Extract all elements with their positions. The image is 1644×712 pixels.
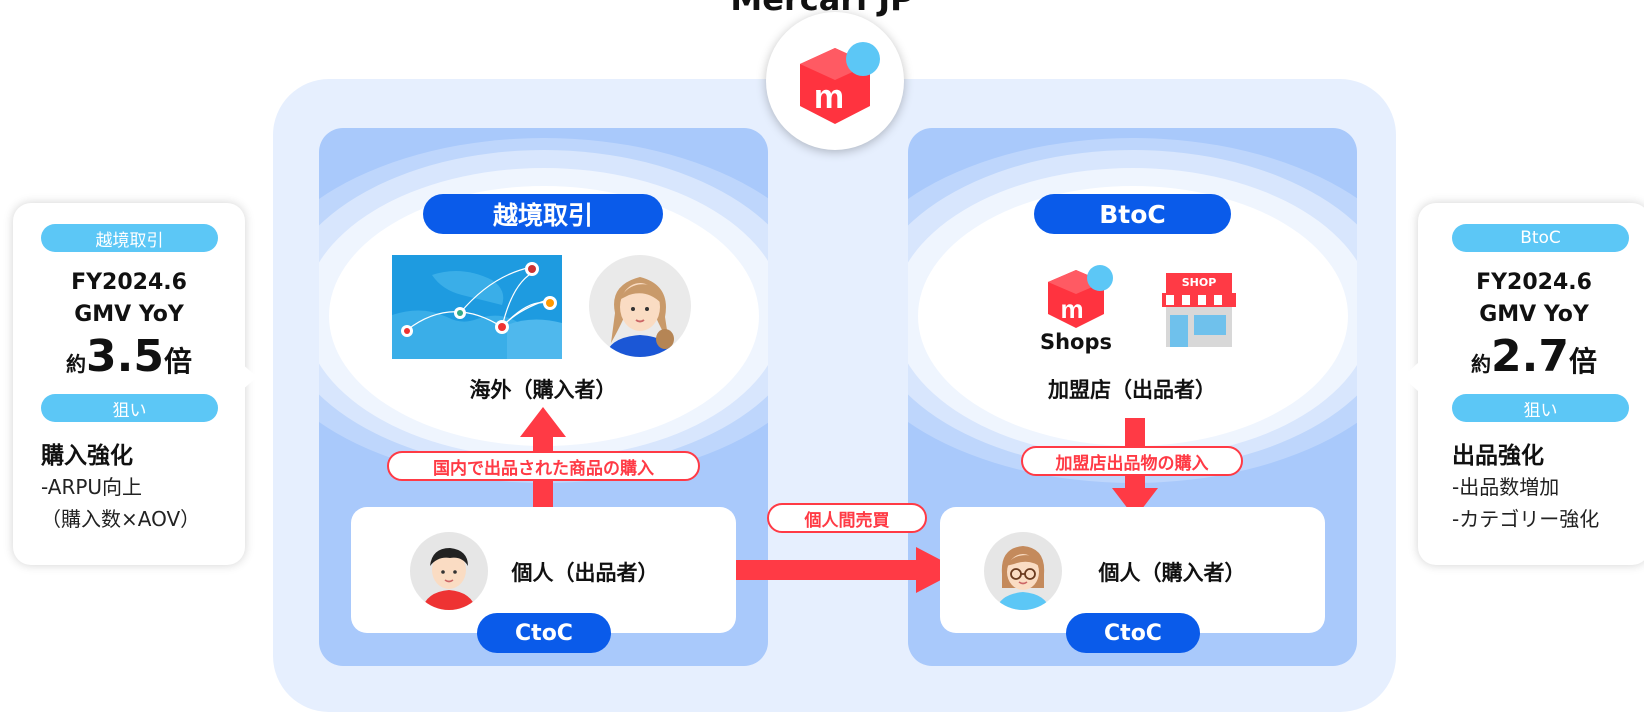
buyer-avatar — [984, 532, 1062, 610]
franchise-purchase-tag: 加盟店出品物の購入 — [1021, 446, 1243, 476]
multiplier-value: 2.7 — [1491, 331, 1569, 382]
btoc-title: BtoC — [1034, 194, 1231, 234]
callout-tag: 越境取引 — [41, 224, 218, 252]
individual-seller-label: 個人（出品者） — [511, 561, 659, 585]
goal-line: -出品数増加 — [1452, 475, 1560, 499]
cross-border-title: 越境取引 — [423, 194, 663, 234]
individual-buyer-label: 個人（購入者） — [1098, 561, 1246, 585]
c2c-right-arrow — [736, 547, 960, 593]
shop-sign-label: SHOP — [1181, 276, 1217, 289]
overseas-buyer-label: 海外（購入者） — [469, 378, 617, 402]
world-map-image — [392, 255, 562, 359]
domestic-purchase-tag: 国内で出品された商品の購入 — [387, 451, 700, 481]
cross-border-callout: 越境取引 FY2024.6 GMV YoY 約3.5倍 狙い 購入強化 -ARP… — [13, 203, 257, 565]
multiplier-prefix: 約 — [1471, 352, 1492, 376]
callout-fiscal-year: FY2024.6 — [1476, 270, 1592, 295]
callout-multiplier: 約2.7倍 — [1418, 331, 1644, 382]
mercari-shops-logo: m Shops — [1038, 262, 1118, 358]
multiplier-suffix: 倍 — [1568, 345, 1597, 378]
mercari-logo: m — [766, 12, 904, 150]
multiplier-suffix: 倍 — [163, 345, 192, 378]
seller-avatar — [410, 532, 488, 610]
callout-tag: BtoC — [1452, 224, 1629, 252]
btoc-callout: BtoC FY2024.6 GMV YoY 約2.7倍 狙い 出品強化 -出品数… — [1402, 203, 1644, 565]
goal-tag: 狙い — [41, 394, 218, 422]
callout-fiscal-year: FY2024.6 — [71, 270, 187, 295]
callout-metric: GMV YoY — [1479, 302, 1589, 327]
goal-tag: 狙い — [1452, 394, 1629, 422]
page-title: Mercari JP — [620, 0, 1024, 18]
multiplier-prefix: 約 — [66, 352, 87, 376]
right-ctoc-pill: CtoC — [1066, 613, 1200, 653]
svg-text:m: m — [814, 78, 844, 116]
callout-multiplier: 約3.5倍 — [13, 331, 245, 382]
franchise-seller-label: 加盟店（出品者） — [1048, 378, 1216, 402]
shop-store-icon: SHOP — [1160, 269, 1238, 349]
left-ctoc-pill: CtoC — [477, 613, 611, 653]
callout-metric: GMV YoY — [74, 302, 184, 327]
overseas-buyer-avatar — [589, 255, 691, 357]
goal-line: -カテゴリー強化 — [1452, 507, 1600, 531]
goal-line: （購入数×AOV） — [41, 507, 201, 531]
c2c-trade-tag: 個人間売買 — [767, 503, 927, 533]
goal-line: -ARPU向上 — [41, 475, 143, 499]
shops-label: Shops — [1039, 330, 1113, 354]
goal-title: 出品強化 — [1452, 443, 1544, 469]
multiplier-value: 3.5 — [86, 331, 164, 382]
goal-title: 購入強化 — [41, 443, 133, 469]
svg-text:m: m — [1060, 294, 1083, 324]
